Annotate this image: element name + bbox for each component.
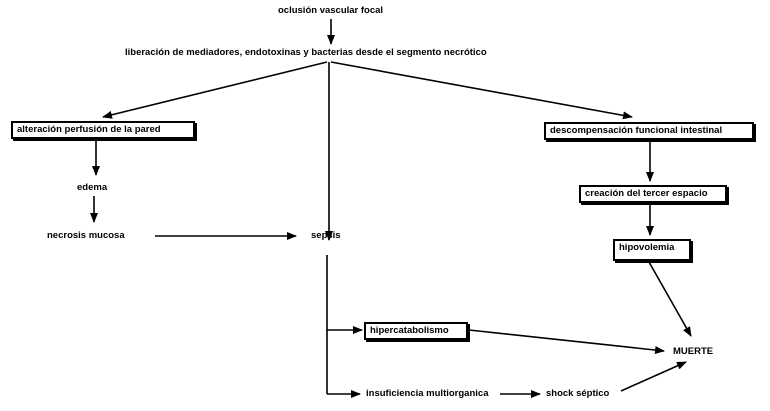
node-hipercatabolismo: hipercatabolismo xyxy=(364,322,468,340)
arrow-liberacion-descompensacion xyxy=(330,61,633,120)
node-tercer-espacio: creación del tercer espacio xyxy=(579,185,727,203)
node-liberacion: liberación de mediadores, endotoxinas y … xyxy=(125,47,487,58)
node-muerte: MUERTE xyxy=(673,346,714,357)
node-alteracion: alteración perfusión de la pared xyxy=(11,121,195,139)
node-shock: shock séptico xyxy=(546,388,610,399)
node-necrosis: necrosis mucosa xyxy=(47,230,125,241)
node-insuficiencia: insuficiencia multiorganica xyxy=(366,388,489,399)
node-edema: edema xyxy=(77,182,108,193)
node-hipovolemia: hipovolemia xyxy=(613,239,691,261)
node-oclusion: oclusión vascular focal xyxy=(278,5,384,16)
arrow-liberacion-alteracion xyxy=(102,61,328,119)
arrow-hipercatabolismo-muerte xyxy=(468,329,665,355)
node-descompensacion: descompensación funcional intestinal xyxy=(544,122,754,140)
arrow-shock-muerte xyxy=(620,361,687,392)
node-sepsis: sepsis xyxy=(311,230,341,241)
arrow-hipovolemia-muerte xyxy=(648,261,692,337)
